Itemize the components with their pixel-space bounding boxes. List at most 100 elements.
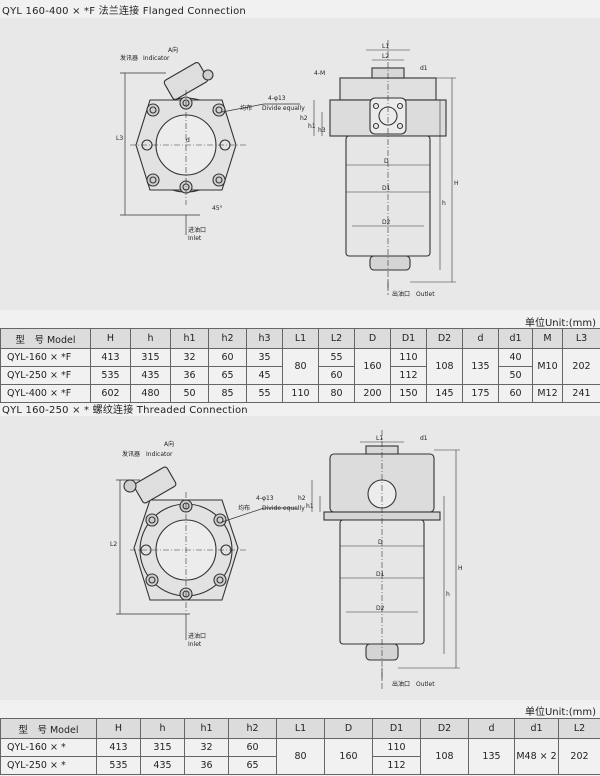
outlet-label-cn: 出油口	[392, 290, 410, 298]
header-L1: L1	[282, 328, 319, 349]
flanged-drawing-panel: 发讯器 Indicator A向 4-φ13 均布 Divide equally…	[0, 18, 600, 310]
flanged-spec-table: 型 号 Model H h h1 h2 h3 L1 L2 D D1 D2 d d…	[0, 328, 600, 403]
dim-l3: L3	[116, 135, 123, 142]
cell: 40	[498, 348, 533, 367]
threaded-drawing-panel: 发讯器 Indicator A向 4-φ13 均布 Divide equally…	[0, 416, 600, 700]
cell: 435	[130, 366, 171, 385]
cell: 535	[90, 366, 131, 385]
cell: 110	[282, 384, 319, 403]
cell: 36	[184, 756, 229, 775]
inlet-label-cn: 进油口	[188, 226, 206, 234]
header-h2: h2	[228, 718, 277, 739]
dim-D: D	[378, 539, 383, 546]
dim-h1: h1	[308, 123, 316, 130]
header-h: h	[130, 328, 171, 349]
cell: 200	[354, 384, 391, 403]
cell: 50	[498, 366, 533, 385]
cell: 112	[372, 756, 421, 775]
dim-d1-top: d1	[420, 435, 428, 442]
header-model: 型 号 Model	[0, 718, 97, 739]
cell: 135	[468, 738, 515, 775]
dim-l1: L1	[382, 43, 389, 50]
header-L2: L2	[318, 328, 355, 349]
dim-h-lower: h	[446, 591, 450, 598]
cell: 45	[246, 366, 283, 385]
cell: 435	[140, 756, 185, 775]
divide-label-cn: 均布	[238, 504, 250, 512]
dim-h-lower: h	[442, 200, 446, 207]
cell-model: QYL-160 × *F	[0, 348, 91, 367]
header-M: M	[532, 328, 563, 349]
cell: 60	[208, 348, 247, 367]
header-H: H	[96, 718, 141, 739]
dim-l2: L2	[382, 53, 389, 60]
table-header-row: 型 号 Model H h h1 h2 h3 L1 L2 D D1 D2 d d…	[0, 328, 600, 349]
direction-a-label: A向	[164, 440, 174, 448]
cell: 145	[426, 384, 463, 403]
direction-a-label: A向	[168, 46, 178, 54]
header-D1: D1	[390, 328, 427, 349]
holes-label: 4-φ13	[268, 95, 286, 102]
header-D2: D2	[426, 328, 463, 349]
header-D1: D1	[372, 718, 421, 739]
dim-D1: D1	[376, 571, 385, 578]
cell: 85	[208, 384, 247, 403]
header-L3: L3	[562, 328, 600, 349]
cell: 80	[318, 384, 355, 403]
cell: 36	[170, 366, 209, 385]
header-h1: h1	[170, 328, 209, 349]
header-d: d	[468, 718, 515, 739]
cell: 602	[90, 384, 131, 403]
cell: 110	[390, 348, 427, 367]
dim-h3: h3	[318, 127, 326, 134]
indicator-label-cn: 发讯器	[120, 54, 138, 62]
header-H: H	[90, 328, 131, 349]
header-D: D	[354, 328, 391, 349]
cell: 315	[130, 348, 171, 367]
cell: 315	[140, 738, 185, 757]
section2-unit: 单位Unit:(mm)	[524, 707, 596, 718]
cell: 108	[426, 348, 463, 385]
section1-unit: 单位Unit:(mm)	[524, 318, 596, 329]
header-D2: D2	[420, 718, 469, 739]
cell: 535	[96, 756, 141, 775]
cell: 55	[318, 348, 355, 367]
cell: 160	[354, 348, 391, 385]
cell: 135	[462, 348, 499, 385]
divide-label-en: Divide equally	[262, 105, 305, 112]
dim-m: 4-M	[314, 70, 325, 77]
table-row: QYL-400 × *F 602 480 50 85 55 110 80 200…	[0, 384, 600, 403]
section1-caption: QYL 160-400 × *F 法兰连接 Flanged Connection	[2, 6, 246, 17]
header-model: 型 号 Model	[0, 328, 91, 349]
cell-model: QYL-250 × *	[0, 756, 97, 775]
table-row: QYL-250 × *F 535 435 36 65 45 60 112 50	[0, 366, 600, 385]
inlet-label-en: Inlet	[188, 641, 202, 648]
dim-d: d	[186, 137, 190, 144]
dim-l2: L2	[110, 541, 117, 548]
cell: 241	[562, 384, 600, 403]
table-row: QYL-160 × *F 413 315 32 60 35 80 55 160 …	[0, 348, 600, 385]
cell: 80	[282, 348, 319, 385]
dim-h2: h2	[298, 495, 306, 502]
dim-h-upper: H	[454, 180, 459, 187]
inlet-label-cn: 进油口	[188, 632, 206, 640]
cell: M48 × 2	[514, 738, 559, 775]
dim-l1: L1	[376, 435, 383, 442]
dim-d1-top: d1	[420, 65, 428, 72]
section2-caption: QYL 160-250 × * 螺纹连接 Threaded Connection	[2, 405, 248, 416]
header-h3: h3	[246, 328, 283, 349]
angle-label: 45°	[212, 205, 223, 212]
divide-label-en: Divide equally	[262, 505, 305, 512]
header-d1: d1	[498, 328, 533, 349]
outlet-label-cn: 出油口	[392, 680, 410, 688]
dim-D2: D2	[382, 219, 391, 226]
threaded-connection-drawing: 发讯器 Indicator A向 4-φ13 均布 Divide equally…	[110, 430, 463, 690]
header-d1: d1	[514, 718, 559, 739]
cell: M12	[532, 384, 563, 403]
cell: 160	[324, 738, 373, 775]
cell-model: QYL-250 × *F	[0, 366, 91, 385]
cell: 413	[90, 348, 131, 367]
header-L1: L1	[276, 718, 325, 739]
header-h2: h2	[208, 328, 247, 349]
header-D: D	[324, 718, 373, 739]
